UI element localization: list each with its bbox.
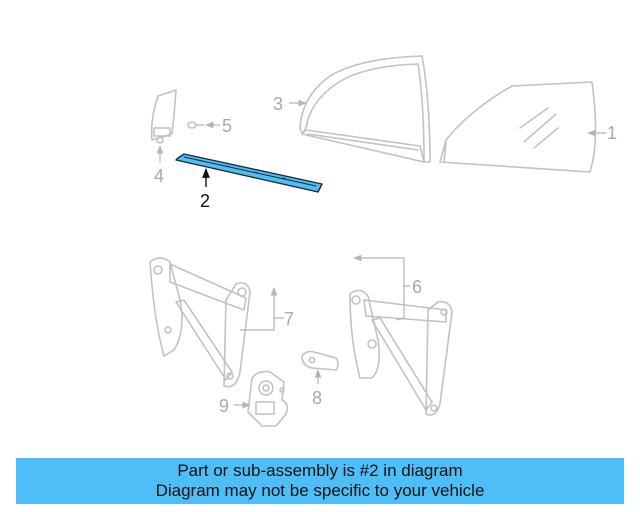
- callout-label-9: 9: [219, 396, 229, 416]
- part-7-window-regulator-left[interactable]: [149, 257, 251, 388]
- callout-label-7: 7: [284, 309, 294, 329]
- part-3-door-frame[interactable]: [299, 55, 431, 163]
- callout-label-1: 1: [607, 123, 617, 143]
- callout-8: 8: [312, 369, 322, 408]
- callout-label-6: 6: [412, 277, 422, 297]
- part-6-window-regulator-right[interactable]: [349, 289, 453, 416]
- banner-line-part-number: Part or sub-assembly is #2 in diagram: [177, 461, 463, 480]
- callout-4: 4: [154, 145, 164, 186]
- part-9-window-motor[interactable]: [247, 370, 289, 427]
- info-banner: Part or sub-assembly is #2 in diagram Di…: [16, 458, 624, 504]
- callout-3: 3: [273, 94, 307, 114]
- callout-label-8: 8: [312, 388, 322, 408]
- part-1-door-glass[interactable]: [439, 81, 597, 173]
- callout-label-5: 5: [222, 116, 232, 136]
- callout-label-3: 3: [273, 94, 283, 114]
- callout-7: 7: [240, 287, 294, 331]
- banner-line-disclaimer: Diagram may not be specific to your vehi…: [155, 481, 485, 500]
- callout-1: 1: [587, 123, 617, 143]
- callout-5: 5: [205, 116, 232, 136]
- callout-9: 9: [219, 396, 251, 416]
- part-8-bracket[interactable]: [301, 350, 339, 371]
- callout-label-4: 4: [154, 166, 164, 186]
- callout-label-2: 2: [200, 191, 210, 211]
- part-2-belt-weatherstrip[interactable]: [175, 153, 323, 193]
- part-5-screw[interactable]: [187, 121, 205, 129]
- callout-2: 2: [200, 168, 210, 211]
- parts-diagram: 1 3 4 5 2: [149, 55, 617, 427]
- part-4-mirror-bracket[interactable]: [150, 89, 177, 144]
- callout-6: 6: [353, 254, 422, 321]
